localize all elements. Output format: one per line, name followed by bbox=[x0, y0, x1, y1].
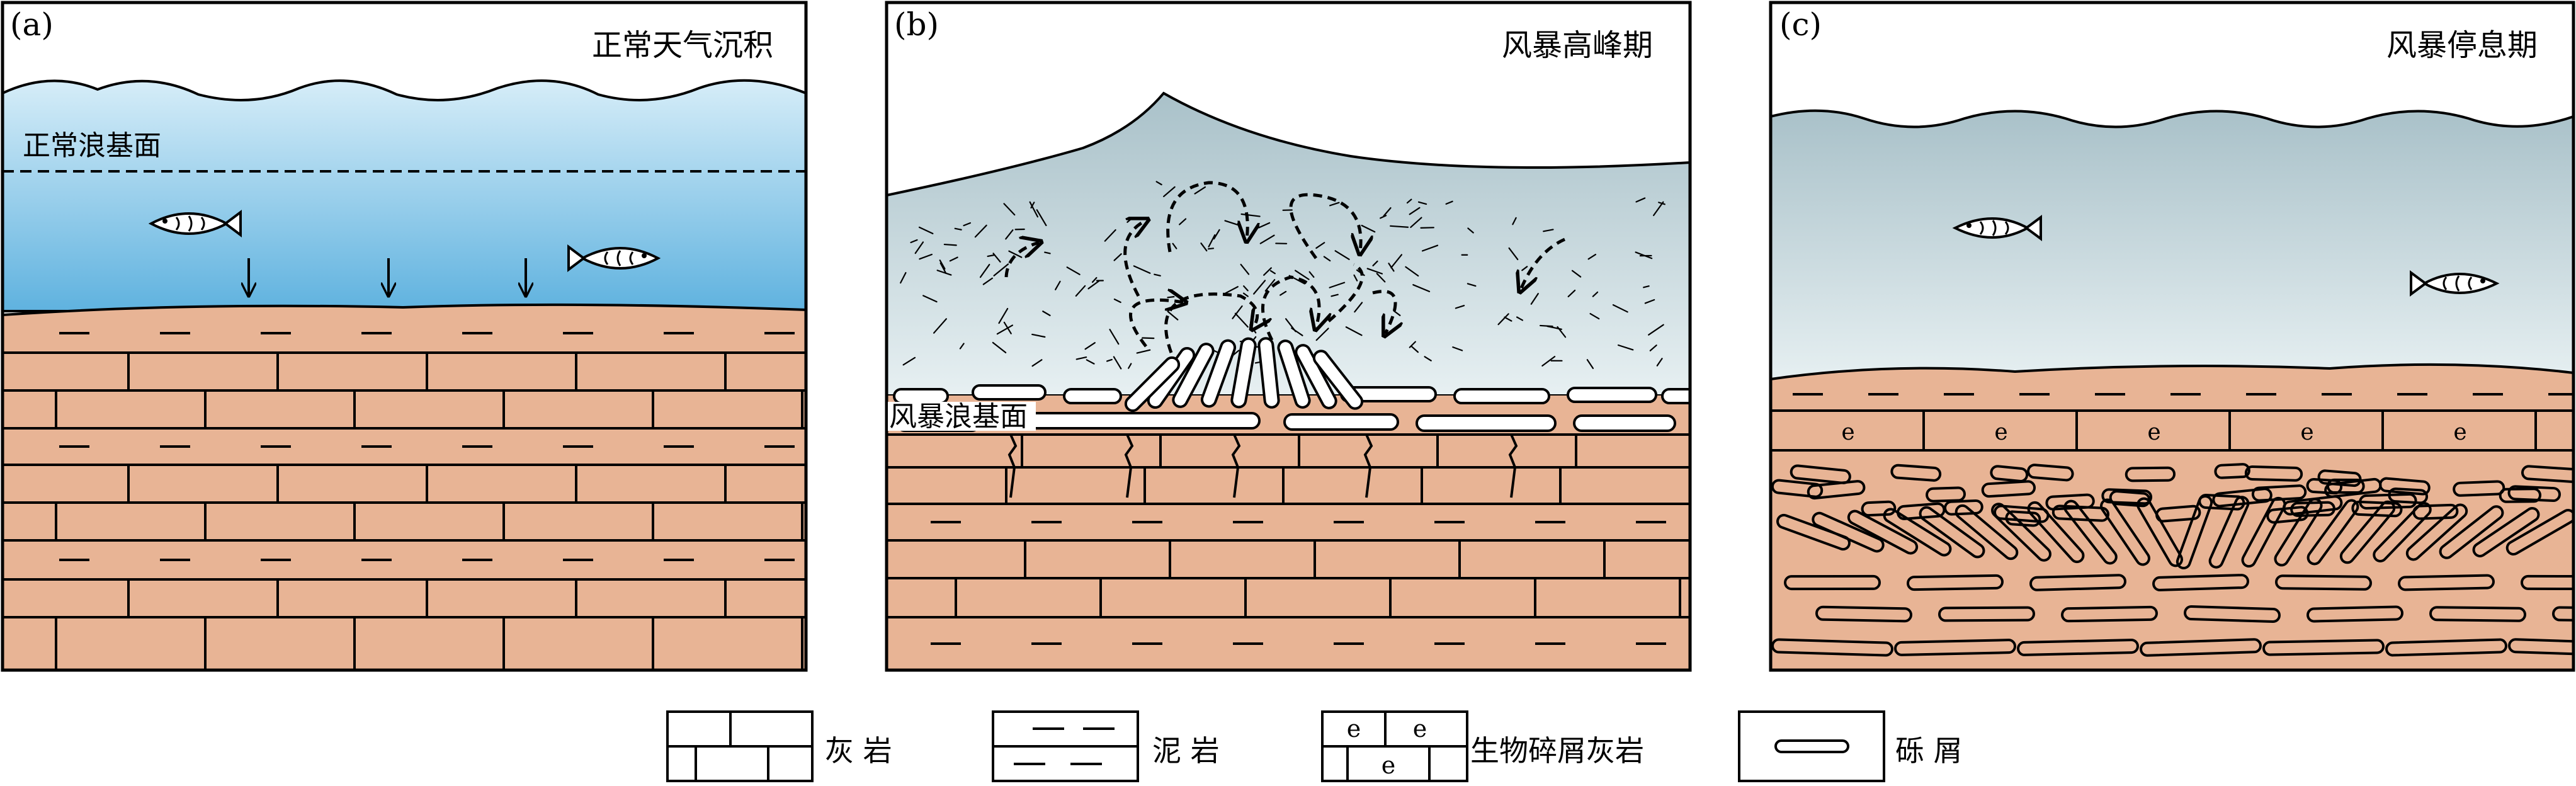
storm-current-arrows bbox=[1004, 181, 1566, 353]
normal-wave-base-label: 正常浪基面 bbox=[23, 130, 161, 162]
legend-item-mudstone: 泥 岩 bbox=[992, 710, 1220, 782]
bioclastic-limestone-icon bbox=[1321, 710, 1468, 782]
bedding-pattern bbox=[887, 434, 1690, 670]
rip-up-clasts bbox=[893, 337, 1690, 432]
legend-label: 生物碎屑灰岩 bbox=[1470, 734, 1644, 768]
legend-label: 砾 屑 bbox=[1895, 734, 1963, 768]
panel-normal-weather: (a) 正常天气沉积 正常浪基面 bbox=[1, 1, 808, 672]
water-body bbox=[3, 79, 806, 312]
panel-title: 风暴停息期 bbox=[2386, 28, 2538, 63]
fossil-mark: e bbox=[1413, 715, 1427, 743]
bedding-pattern bbox=[3, 332, 806, 670]
fish-icon bbox=[2410, 270, 2500, 297]
legend: 灰 岩 泥 岩 e e e 生物碎屑灰岩 bbox=[666, 710, 1963, 782]
panel-letter: (a) bbox=[10, 6, 54, 43]
fossil-mark: e bbox=[2453, 419, 2466, 445]
fossil-mark: e bbox=[2147, 419, 2160, 445]
panel-letter: (c) bbox=[1779, 6, 1822, 43]
fossil-mark: e bbox=[1994, 419, 2007, 445]
fish-icon bbox=[1952, 215, 2042, 241]
limestone-icon bbox=[666, 710, 814, 782]
mudstone-icon bbox=[992, 710, 1139, 782]
seafloor-rock bbox=[887, 396, 1690, 670]
panel-storm-waning: e e e e e (c) 风暴停息期 bbox=[1769, 1, 2575, 672]
fish-icon bbox=[567, 244, 661, 272]
legend-label: 泥 岩 bbox=[1152, 734, 1220, 768]
panel-letter: (b) bbox=[894, 6, 939, 43]
fossil-mark: e bbox=[1347, 715, 1361, 743]
water-body bbox=[1771, 109, 2573, 385]
fossil-mark: e bbox=[1841, 419, 1854, 445]
legend-label: 灰 岩 bbox=[825, 734, 892, 768]
seafloor-rock bbox=[1771, 363, 2573, 670]
panel-storm-peak: (b) 风暴高峰期 风暴浪基面 bbox=[885, 1, 1692, 672]
legend-item-limestone: 灰 岩 bbox=[666, 710, 892, 782]
panel-title: 风暴高峰期 bbox=[1502, 28, 1653, 63]
legend-item-bioclastic-limestone: e e e 生物碎屑灰岩 bbox=[1321, 710, 1644, 782]
settling-arrow-icon bbox=[249, 258, 526, 296]
fossil-mark: e bbox=[1382, 751, 1396, 779]
gravel-clast-icon bbox=[1738, 710, 1885, 782]
legend-item-gravel-clast: 砾 屑 bbox=[1738, 710, 1963, 782]
fish-icon bbox=[148, 210, 242, 237]
seafloor-rock bbox=[3, 303, 806, 670]
storm-wave-base-label: 风暴浪基面 bbox=[889, 401, 1028, 433]
fossil-mark: e bbox=[2300, 419, 2313, 445]
panel-title: 正常天气沉积 bbox=[592, 28, 773, 63]
storm-water-body bbox=[887, 91, 1690, 397]
